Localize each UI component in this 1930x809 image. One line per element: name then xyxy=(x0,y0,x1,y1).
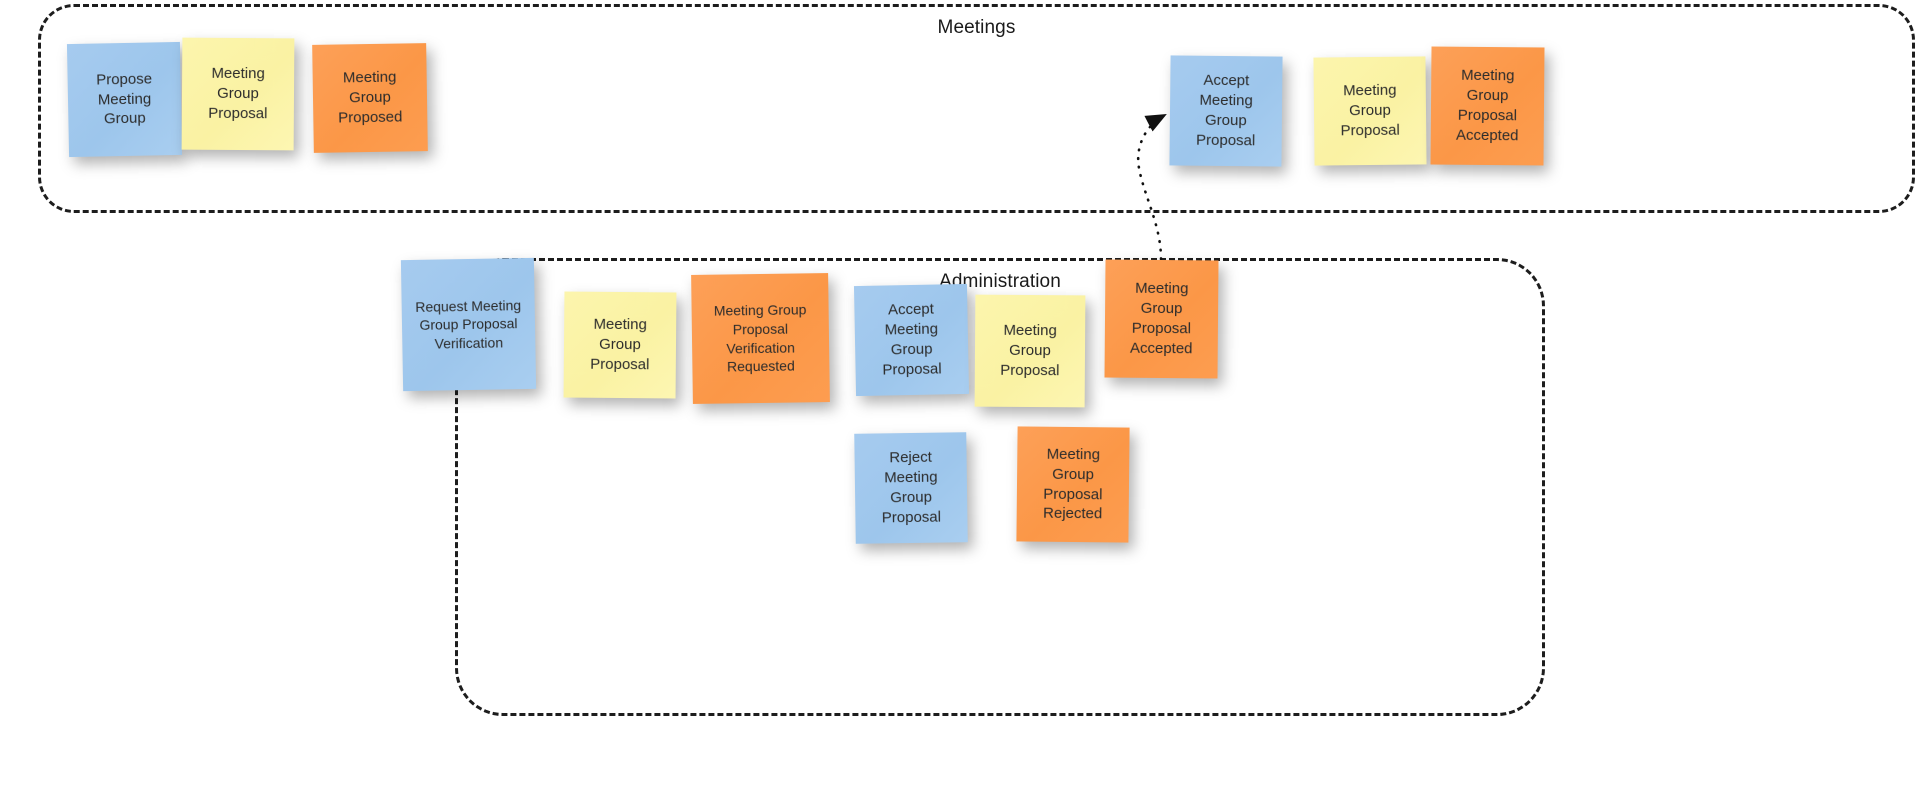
swimlane-administration-title: Administration xyxy=(939,271,1061,292)
swimlane-meetings[interactable]: Meetings xyxy=(38,4,1915,213)
swimlane-administration[interactable]: Administration xyxy=(455,258,1545,716)
swimlane-meetings-title: Meetings xyxy=(937,17,1016,38)
